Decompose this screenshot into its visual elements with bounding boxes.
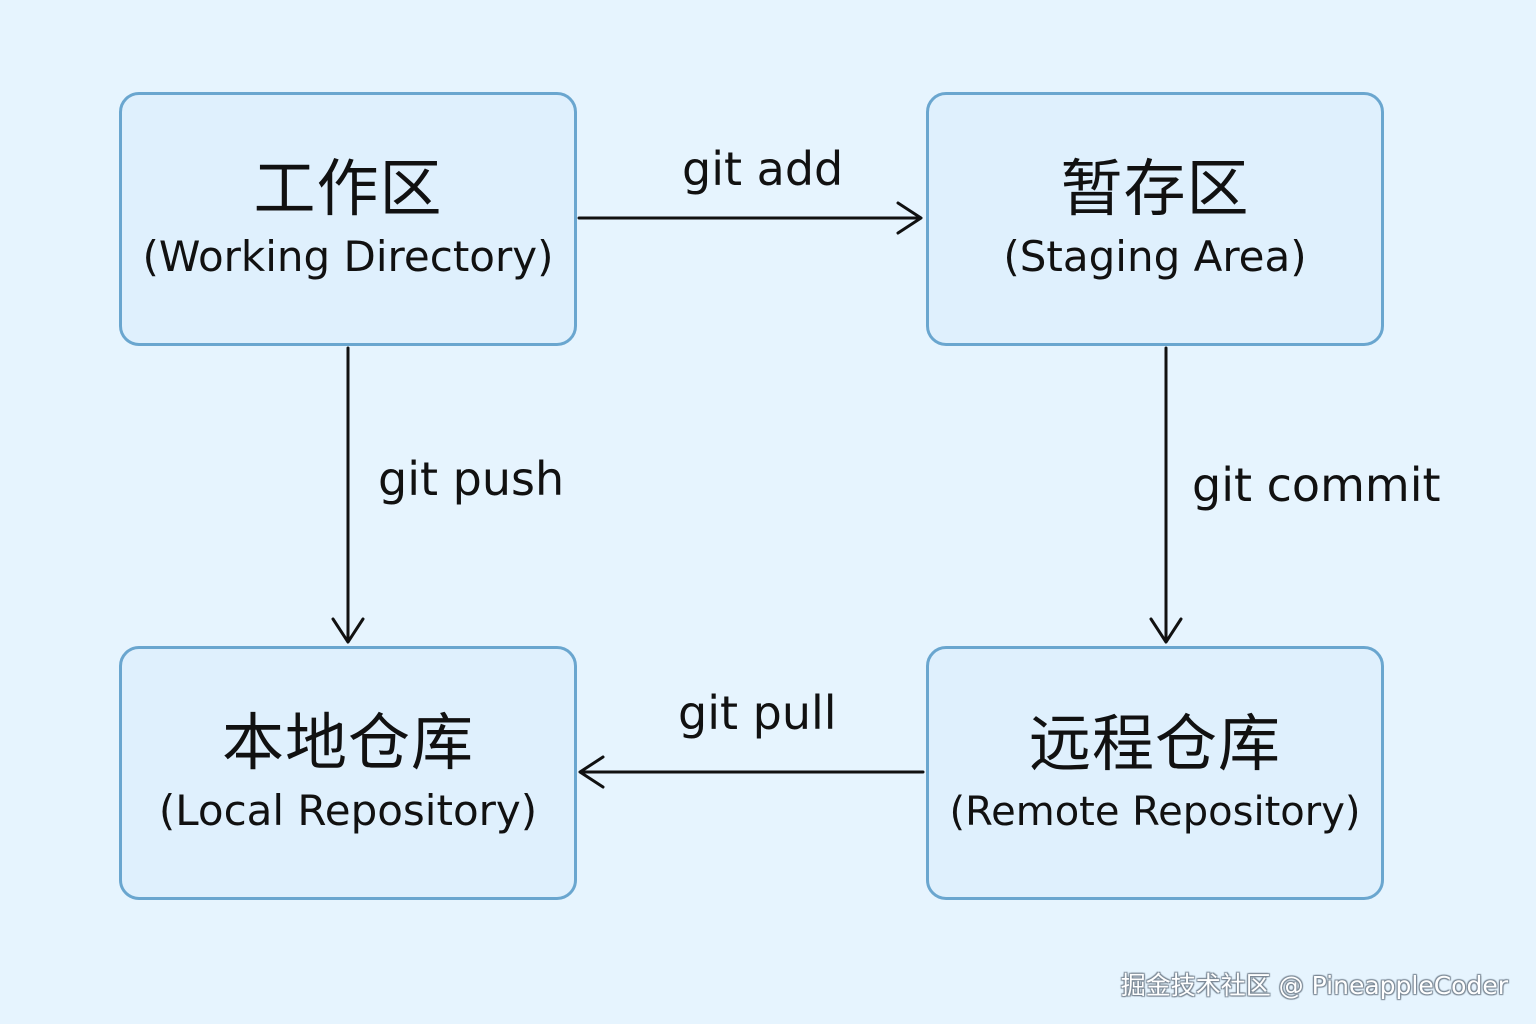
local-repository-node: 本地仓库 (Local Repository) xyxy=(119,646,577,900)
remote-repository-subtitle: (Remote Repository) xyxy=(949,788,1361,835)
staging-area-subtitle: (Staging Area) xyxy=(1003,232,1307,282)
staging-area-title: 暂存区 xyxy=(1060,152,1250,226)
git-pull-label: git pull xyxy=(678,686,837,740)
working-directory-node: 工作区 (Working Directory) xyxy=(119,92,577,346)
git-push-label: git push xyxy=(378,452,565,506)
working-directory-title: 工作区 xyxy=(253,152,443,226)
local-repository-title: 本地仓库 xyxy=(221,706,474,780)
working-directory-subtitle: (Working Directory) xyxy=(142,232,554,282)
git-pull-arrowhead xyxy=(578,755,605,789)
git-add-label: git add xyxy=(682,142,844,196)
remote-repository-node: 远程仓库 (Remote Repository) xyxy=(926,646,1384,900)
git-add-arrowhead xyxy=(896,201,923,235)
git-commit-arrowhead xyxy=(1149,617,1183,644)
staging-area-node: 暂存区 (Staging Area) xyxy=(926,92,1384,346)
remote-repository-title: 远程仓库 xyxy=(1028,707,1281,781)
git-commit-label: git commit xyxy=(1192,458,1441,512)
git-push-arrowhead xyxy=(331,617,365,644)
local-repository-subtitle: (Local Repository) xyxy=(158,786,538,836)
watermark-text: 掘金技术社区 @ PineappleCoder xyxy=(1120,971,1508,1000)
